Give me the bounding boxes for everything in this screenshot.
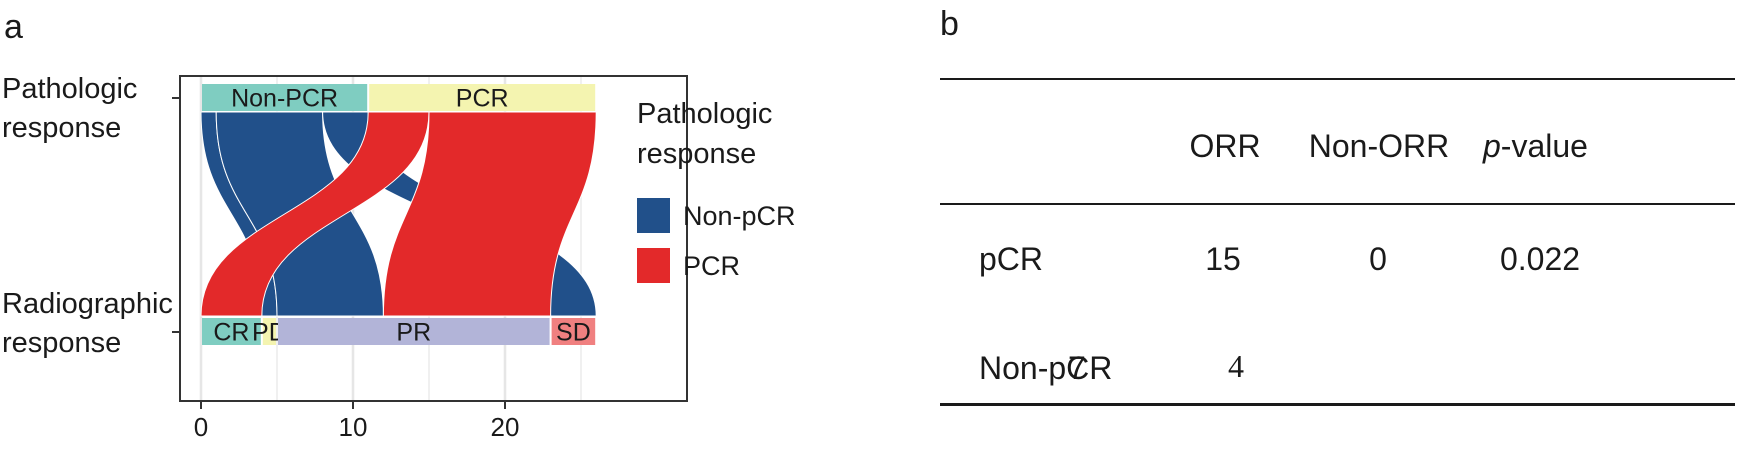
header-p-value: p-value bbox=[1483, 128, 1588, 164]
table-header-rule bbox=[940, 203, 1735, 205]
stratum-box-cr bbox=[202, 318, 261, 345]
contingency-table-panel: b ORR Non-ORR p-value pCR 15 0 0.022 Non… bbox=[940, 0, 1750, 454]
stratum-box-non-pcr bbox=[202, 84, 368, 111]
alluvial-flows bbox=[200, 111, 597, 317]
cell-non-pcr-orr: 7 bbox=[1068, 350, 1086, 386]
table-bottom-rule bbox=[940, 403, 1735, 406]
row-label-pcr: pCR bbox=[979, 241, 1044, 277]
x-axis: 0 10 20 bbox=[194, 401, 520, 442]
x-tick-label-10: 10 bbox=[339, 412, 368, 442]
table-top-rule bbox=[940, 78, 1735, 80]
stratum-label-cr: CR bbox=[213, 319, 249, 347]
panel-label-b: b bbox=[940, 5, 959, 43]
header-orr: ORR bbox=[1189, 128, 1261, 164]
header-non-orr: Non-ORR bbox=[1308, 128, 1450, 164]
row-label-non-pcr: Non-pCR bbox=[979, 350, 1113, 386]
legend-label-pcr: PCR bbox=[683, 251, 740, 281]
flow-pcr-to-pr bbox=[382, 111, 597, 317]
stratum-box-pd bbox=[262, 318, 276, 345]
cell-pcr-orr: 15 bbox=[1205, 241, 1241, 277]
stratum-label-sd: SD bbox=[556, 319, 591, 347]
cell-non-pcr-non-orr: 4 bbox=[1228, 348, 1244, 384]
panel-label-a: a bbox=[4, 8, 23, 46]
legend-key-pcr bbox=[637, 248, 670, 283]
legend-key-non-pcr bbox=[637, 198, 670, 233]
x-tick-label-0: 0 bbox=[194, 412, 208, 442]
cell-pcr-non-orr: 0 bbox=[1369, 241, 1387, 277]
flow-pcr-to-cr bbox=[200, 111, 430, 317]
stratum-box-pcr bbox=[369, 84, 596, 111]
x-tick-label-20: 20 bbox=[491, 412, 520, 442]
stratum-label-pr: PR bbox=[396, 319, 431, 347]
stratum-label-pcr: PCR bbox=[456, 85, 509, 113]
legend-label-non-pcr: Non-pCR bbox=[683, 201, 796, 231]
stratum-label-non-pcr: Non-PCR bbox=[231, 85, 338, 113]
stratum-box-pr bbox=[278, 318, 550, 345]
cell-pcr-p: 0.022 bbox=[1499, 241, 1581, 277]
stratum-box-sd bbox=[551, 318, 596, 345]
